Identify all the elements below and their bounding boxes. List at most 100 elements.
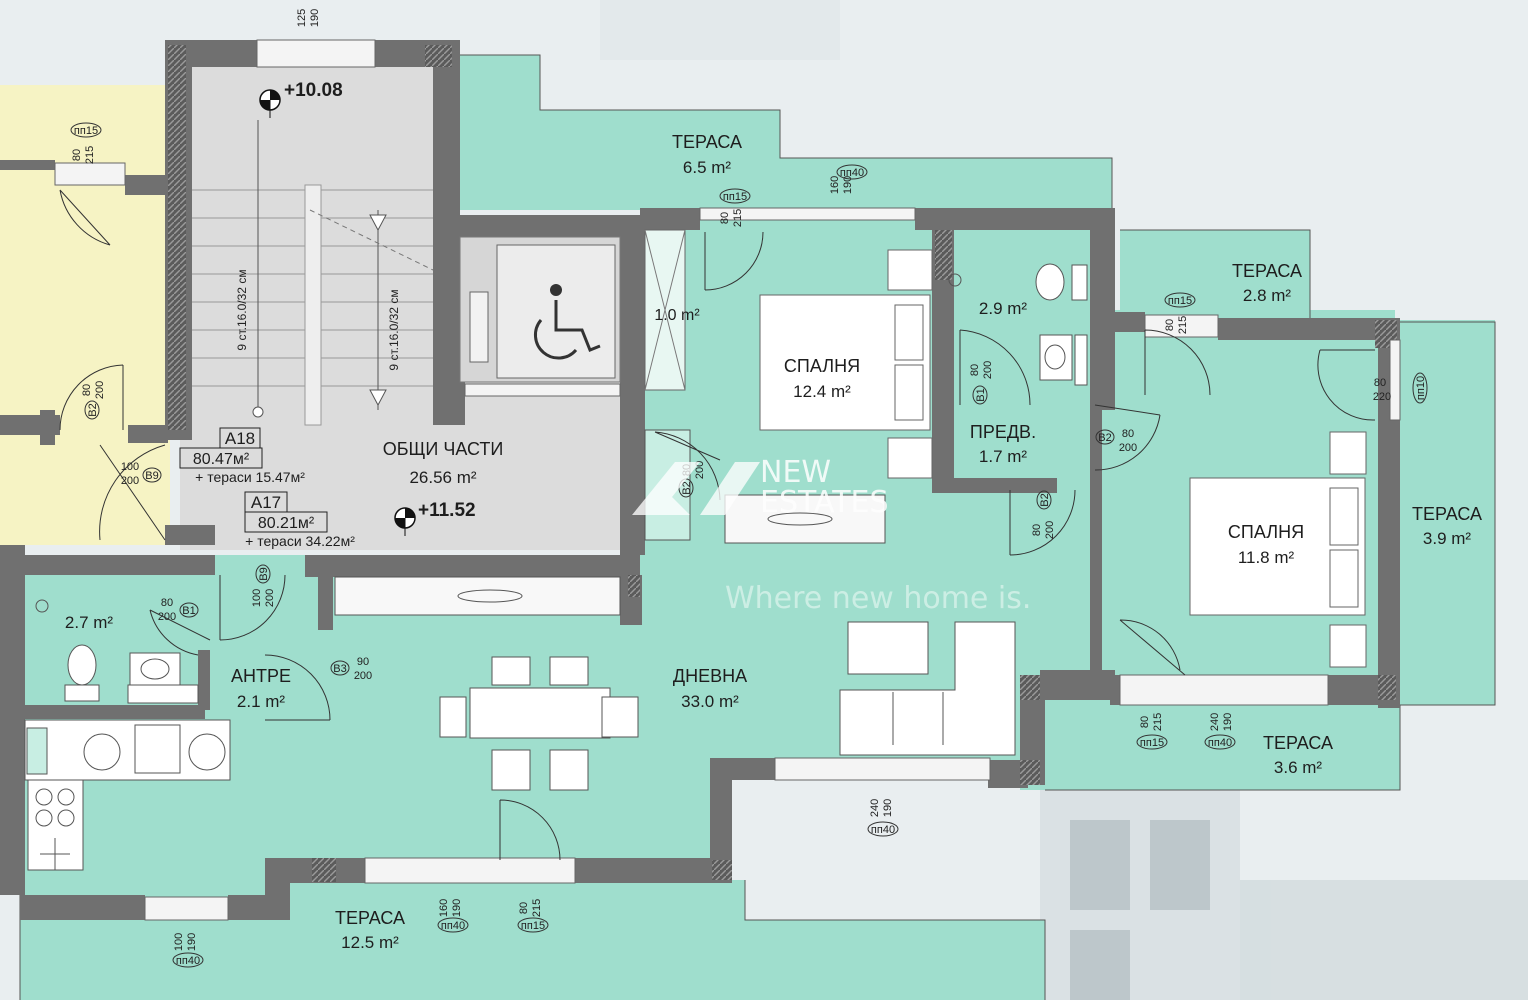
tag-pp15-3: пп15 xyxy=(1168,295,1192,307)
bath-2-fixtures xyxy=(35,599,199,704)
dim-d2: 80215 xyxy=(71,146,96,164)
terrace-right-top-area xyxy=(1120,230,1310,320)
staircase xyxy=(192,120,434,426)
tag-pp15-5: пп15 xyxy=(521,920,545,932)
wardrobes xyxy=(334,429,886,616)
dim-d11: 80200 xyxy=(1031,521,1056,539)
tag-pp10: пп10 xyxy=(1415,376,1427,400)
brand-logo-mark xyxy=(632,462,760,515)
terrace-top-name: ТЕРАСА xyxy=(672,132,742,152)
elevator xyxy=(459,236,621,397)
sofa xyxy=(839,621,1016,756)
dim-d18: 160190 xyxy=(438,899,463,917)
brand-watermark: NEW ESTATES Where new home is. xyxy=(632,455,1031,616)
bedroom-2-area: 11.8 m² xyxy=(1238,548,1295,567)
level-marker-top: +10.08 xyxy=(259,80,343,118)
dim-d1: 125190 xyxy=(296,9,321,27)
terrace-right-name: ТЕРАСА xyxy=(1412,504,1482,524)
dim-d17: 240190 xyxy=(869,799,894,817)
kitchen xyxy=(24,719,231,871)
room-labels: ТЕРАСА 6.5 m² ТЕРАСА 2.8 m² ТЕРАСА 3.9 m… xyxy=(65,132,1482,952)
brand-tagline: Where new home is. xyxy=(725,581,1031,616)
a18-terraces: + тераси 15.47м² xyxy=(195,469,305,485)
a18-code: А18 xyxy=(225,429,255,448)
dim-d8: 80200 xyxy=(969,361,994,379)
wheelchair-icon xyxy=(533,284,601,360)
brand-name-1: NEW xyxy=(760,455,831,490)
hall-area: 1.7 m² xyxy=(979,447,1028,466)
dim-d4: 80215 xyxy=(719,209,744,227)
bedroom-1-area: 12.4 m² xyxy=(793,382,851,401)
level-top-text: +10.08 xyxy=(284,80,343,101)
dining-table xyxy=(439,656,639,791)
opening-tag-labels: пп15 пп15 пп40 пп15 пп10 пп15 пп40 пп40 … xyxy=(74,125,1427,967)
tag-pp15-1: пп15 xyxy=(74,125,98,137)
bathroom-1-area: 2.9 m² xyxy=(979,299,1028,318)
terrace-bottom-area-label: 12.5 m² xyxy=(341,933,399,952)
bed-2 xyxy=(1189,431,1367,668)
terrace-bottom-right-name: ТЕРАСА xyxy=(1263,733,1333,753)
tag-pp15-4: пп15 xyxy=(1140,737,1164,749)
tag-b9-1: В9 xyxy=(145,470,158,482)
entrance-area: 2.1 m² xyxy=(237,692,286,711)
hatched-columns xyxy=(168,45,1397,882)
windows xyxy=(54,39,1401,921)
tag-b2-1: В2 xyxy=(87,403,99,416)
tag-pp40-4: пп40 xyxy=(441,920,465,932)
tag-pp40-1: пп40 xyxy=(840,167,864,179)
opening-tags xyxy=(70,122,1428,968)
common-area-label: 26.56 m² xyxy=(409,468,476,487)
a18-area: 80.47м² xyxy=(193,451,250,468)
level-marker-middle: +11.52 xyxy=(394,500,476,536)
living-name: ДНЕВНА xyxy=(673,666,747,686)
terrace-bottom-right-area-label: 3.6 m² xyxy=(1274,758,1323,777)
a17-code: А17 xyxy=(251,493,281,512)
dim-d3: 160190 xyxy=(829,176,854,194)
doors xyxy=(59,189,1376,861)
tag-b3: В3 xyxy=(333,663,346,675)
a17-terraces: + тераси 34.22м² xyxy=(245,533,355,549)
hall-name: ПРЕДВ. xyxy=(970,422,1036,442)
apartment-floor xyxy=(20,215,1395,880)
level-middle-text: +11.52 xyxy=(418,500,476,521)
living-area: 33.0 m² xyxy=(681,692,739,711)
common-area xyxy=(180,60,620,550)
tag-b2-2: В2 xyxy=(1098,432,1111,444)
tag-pp40-5: пп40 xyxy=(176,955,200,967)
terrace-right-top-name: ТЕРАСА xyxy=(1232,261,1302,281)
common-name: ОБЩИ ЧАСТИ xyxy=(383,439,504,459)
terrace-right-area-label: 3.9 m² xyxy=(1423,529,1472,548)
closet-area-label: 1.0 m² xyxy=(654,307,700,324)
dim-d5: 80215 xyxy=(1164,316,1189,334)
a17-area: 80.21м² xyxy=(258,515,315,532)
tag-pp40-3: пп40 xyxy=(871,824,895,836)
bathroom-2-area: 2.7 m² xyxy=(65,613,114,632)
terrace-bottom-name: ТЕРАСА xyxy=(335,908,405,928)
dim-d16: 240190 xyxy=(1209,713,1234,731)
tag-pp15-2: пп15 xyxy=(723,191,747,203)
bed-1 xyxy=(759,249,933,479)
dim-d12: 100200 xyxy=(251,589,276,607)
terrace-right-area xyxy=(1400,320,1495,705)
brand-name-2: ESTATES xyxy=(760,485,889,520)
tag-b2-3: В2 xyxy=(1039,493,1051,506)
stair-label-right: 9 ст.16.0/32 см xyxy=(387,289,401,370)
bath-1-fixtures xyxy=(948,263,1088,386)
bedroom-2-name: СПАЛНЯ xyxy=(1228,522,1304,542)
terrace-top-area xyxy=(460,55,1112,210)
tag-b1-2: В1 xyxy=(975,388,987,401)
tag-b2-4: В2 xyxy=(681,481,693,494)
dim-d15: 80215 xyxy=(1139,713,1164,731)
dim-d19: 80215 xyxy=(518,899,543,917)
tag-pp40-2: пп40 xyxy=(1208,737,1232,749)
terrace-top-area-label: 6.5 m² xyxy=(683,158,732,177)
dim-d7: 80200 xyxy=(81,381,106,399)
tag-b9-2: В9 xyxy=(258,567,270,580)
